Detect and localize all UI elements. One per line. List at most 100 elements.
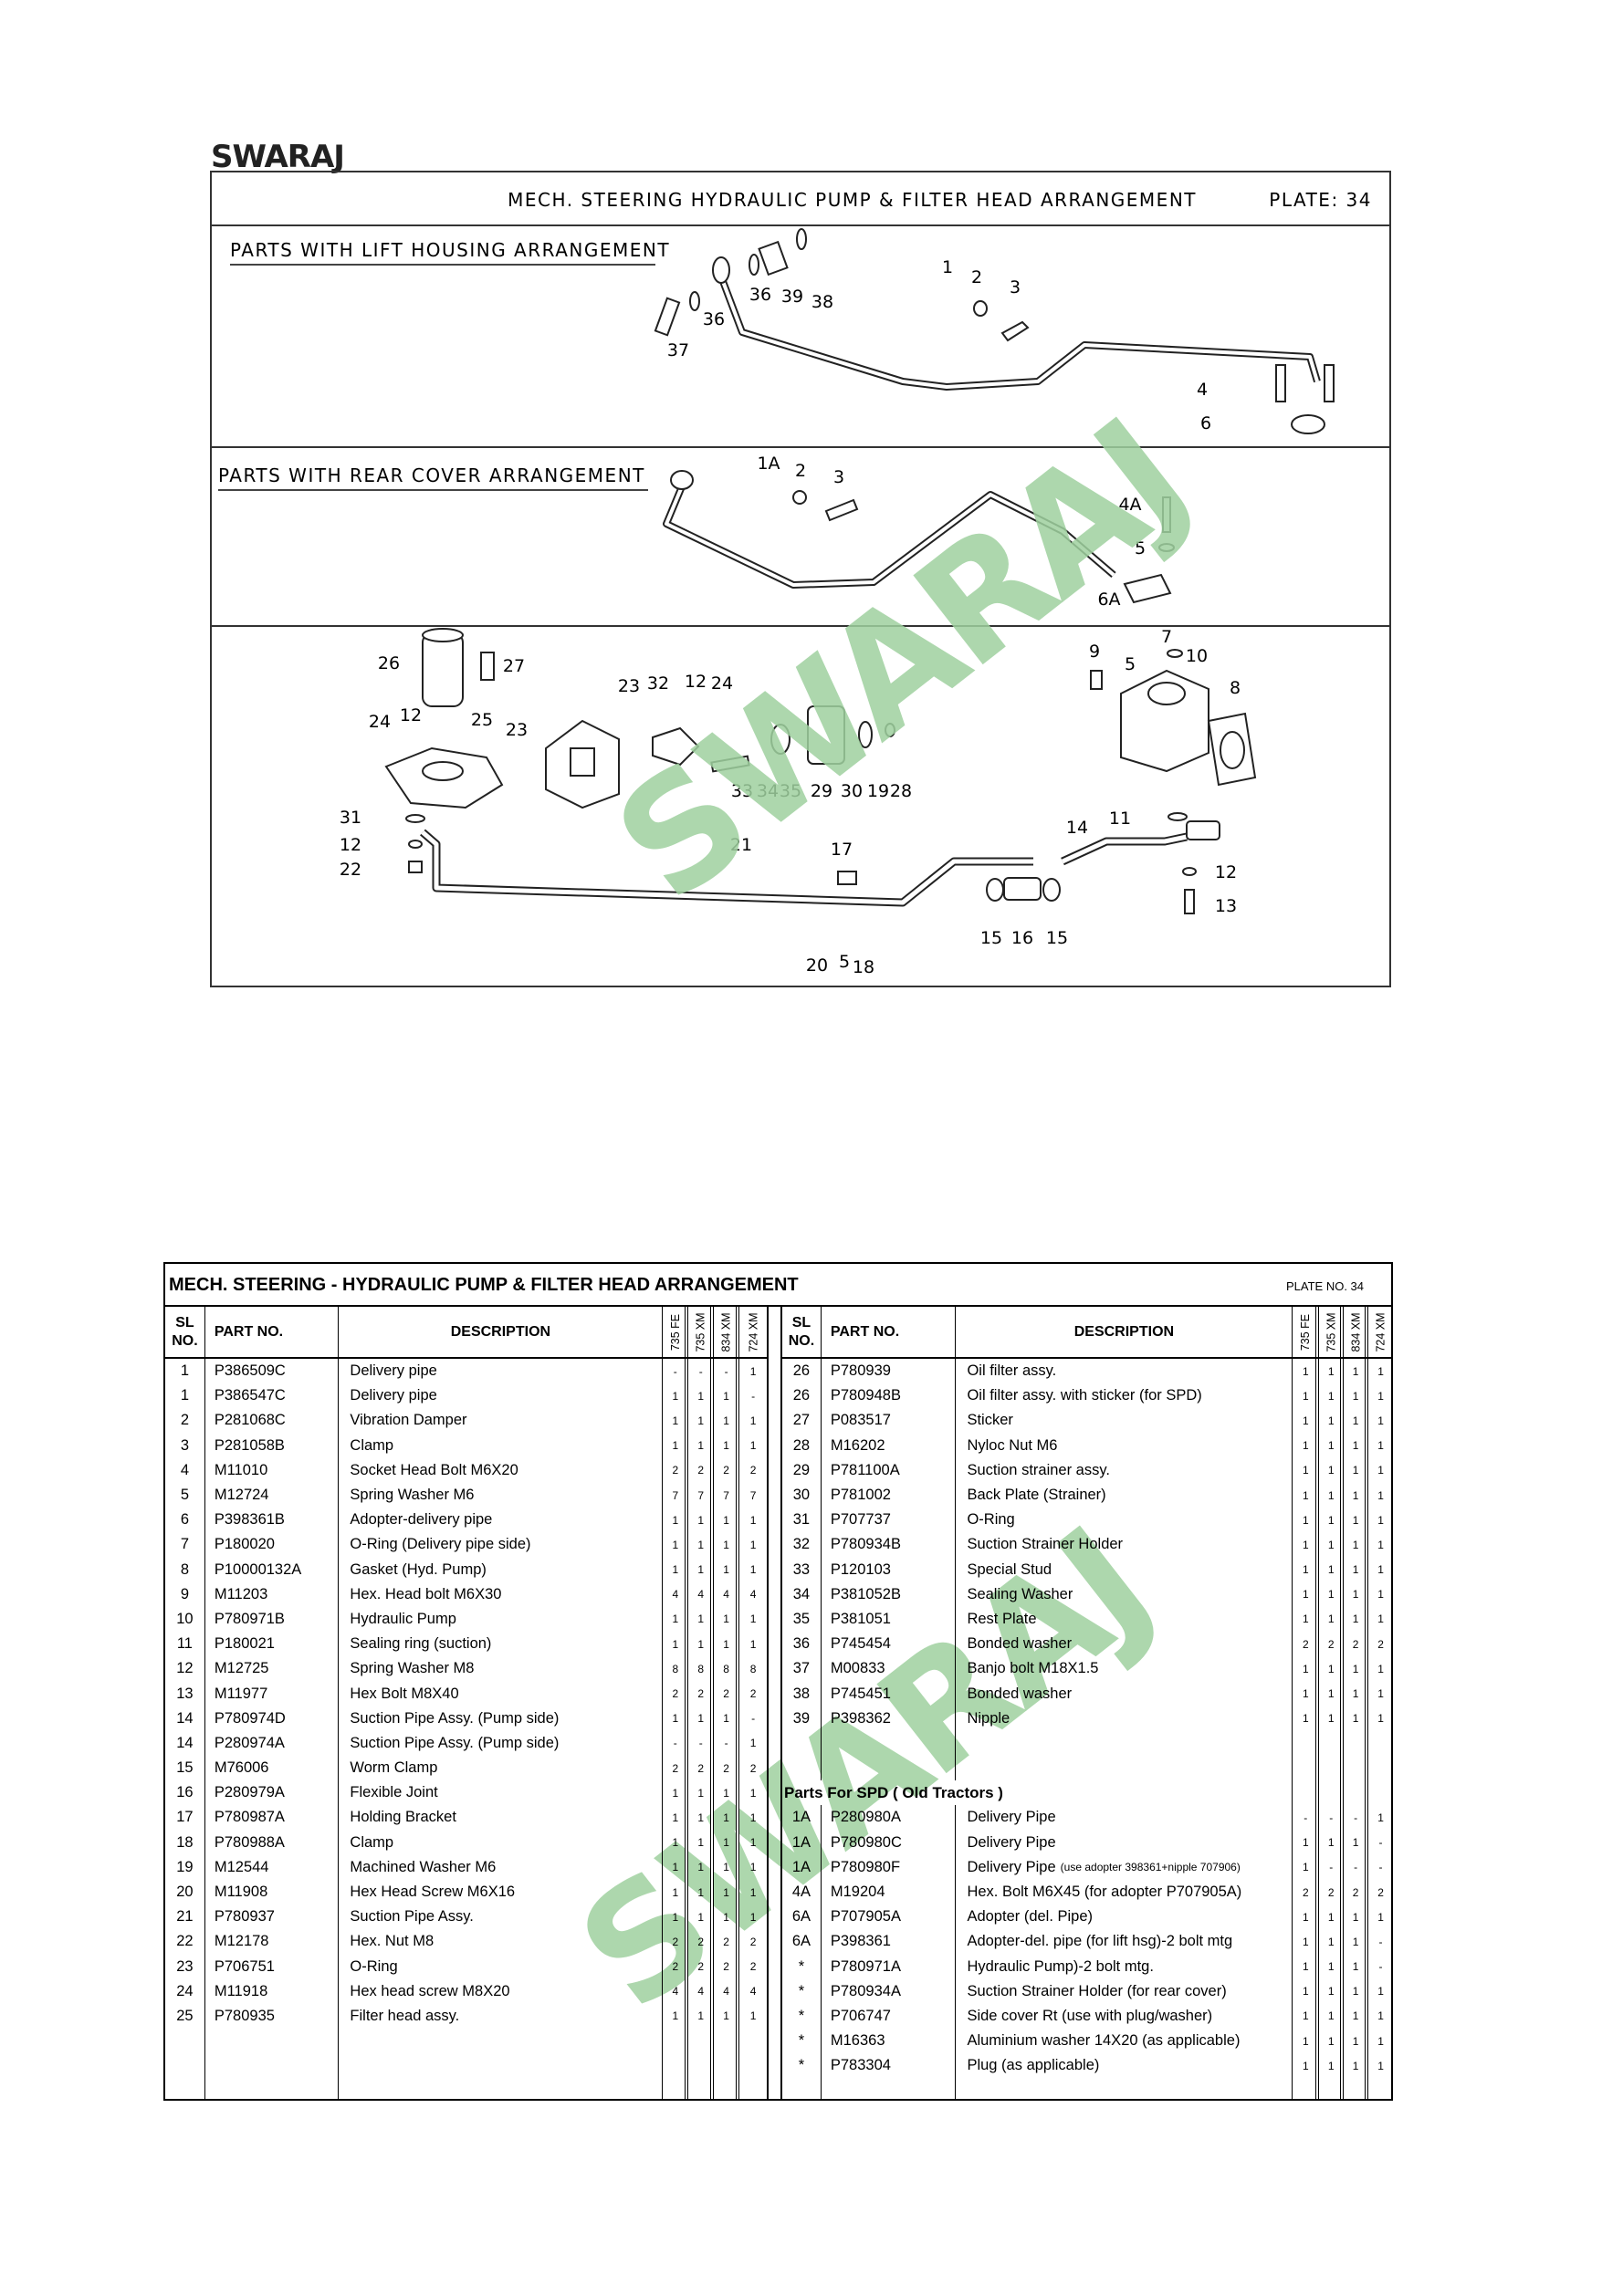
part-no: M11977 xyxy=(205,1681,340,1706)
description xyxy=(956,1730,1293,1756)
qty-724-xm: 1 xyxy=(1377,1712,1384,1726)
qty-735-xm: 1 xyxy=(1319,1905,1345,1930)
description: Spring Washer M6 xyxy=(339,1482,664,1508)
qty-735-fe: 1 xyxy=(1293,1929,1320,1955)
sl-no xyxy=(782,1730,822,1756)
qty-834-xm xyxy=(1344,1730,1369,1756)
description-text: Suction Strainer Holder (for rear cover) xyxy=(967,1982,1227,1999)
sl-no: 26 xyxy=(782,1359,822,1384)
qty-834-xm: 1 xyxy=(1344,1929,1369,1955)
qty-735-xm: 1 xyxy=(688,1879,715,1905)
callout-label: 14 xyxy=(1066,818,1088,838)
table-title: MECH. STEERING - HYDRAULIC PUMP & FILTER… xyxy=(169,1275,799,1295)
description: Bonded washer xyxy=(956,1681,1293,1706)
qty-735-fe: 1 xyxy=(663,1854,689,1880)
callout-label: 37 xyxy=(667,340,689,360)
sl-no: 14 xyxy=(165,1730,205,1756)
description: Hex head screw M8X20 xyxy=(339,1978,664,2004)
sl-no: 2 xyxy=(165,1408,205,1434)
qty-834-xm: - xyxy=(714,1730,740,1756)
description: Rest Plate xyxy=(956,1606,1293,1633)
qty-blank xyxy=(1319,1780,1345,1806)
qty-735-xm: 1 xyxy=(1319,1383,1345,1409)
qty-735-xm: - xyxy=(688,1359,715,1384)
part-no: P398361 xyxy=(822,1929,957,1955)
callout-label: 9 xyxy=(1089,642,1100,662)
qty-834-xm: 1 xyxy=(714,1433,740,1458)
sl-no: 23 xyxy=(165,1954,205,1979)
header-description: DESCRIPTION xyxy=(956,1307,1293,1357)
sl-no: 12 xyxy=(165,1656,205,1682)
qty-735-xm: 1 xyxy=(1319,1656,1345,1682)
qty-735-fe: 1 xyxy=(1293,2053,1320,2079)
qty-735-xm xyxy=(688,2029,715,2099)
description-text: Delivery Pipe xyxy=(967,1858,1056,1875)
callout-label: 25 xyxy=(471,710,493,730)
part-no: P180020 xyxy=(205,1532,340,1558)
qty-735-fe: 1 xyxy=(663,1508,689,1533)
qty-724-xm: 1 xyxy=(1377,1612,1384,1626)
qty-724-xm: 1 xyxy=(1377,2009,1384,2023)
qty-735-fe: 4 xyxy=(663,1581,689,1607)
qty-735-xm: 1 xyxy=(688,1532,715,1558)
qty-735-xm: 7 xyxy=(688,1482,715,1508)
qty-735-xm: 1 xyxy=(1319,1706,1345,1731)
description: Vibration Damper xyxy=(339,1408,664,1434)
qty-735-fe xyxy=(1293,1730,1320,1756)
qty-735-xm: 1 xyxy=(688,1383,715,1409)
qty-735-xm: 2 xyxy=(688,1681,715,1706)
qty-735-fe: 1 xyxy=(1293,1359,1320,1384)
part-no: P180021 xyxy=(205,1632,340,1657)
qty-834-xm: 1 xyxy=(1344,1532,1369,1558)
qty-735-fe: 1 xyxy=(663,1706,689,1731)
description: Adopter-del. pipe (for lift hsg)-2 bolt … xyxy=(956,1929,1293,1955)
callout-label: 4A xyxy=(1118,495,1141,515)
part-no: P281058B xyxy=(205,1433,340,1458)
qty-724-xm: 2 xyxy=(1377,1885,1384,1899)
qty-735-xm: 1 xyxy=(688,1830,715,1855)
description: Sticker xyxy=(956,1408,1293,1434)
qty-834-xm: 1 xyxy=(1344,1408,1369,1434)
qty-735-fe xyxy=(1293,2078,1320,2099)
part-no: P707737 xyxy=(822,1508,957,1533)
qty-834-xm: 4 xyxy=(714,1581,740,1607)
callout-label: 2 xyxy=(971,267,982,287)
qty-724-xm: 1 xyxy=(749,1538,757,1551)
callout-label: 28 xyxy=(890,781,912,801)
qty-834-xm: - xyxy=(1344,1805,1369,1831)
sl-no: 6A xyxy=(782,1929,822,1955)
qty-735-xm: 2 xyxy=(1319,1879,1345,1905)
qty-735-xm: 2 xyxy=(688,1929,715,1955)
sl-no: 32 xyxy=(782,1532,822,1558)
callout-label: 31 xyxy=(340,808,361,828)
description xyxy=(956,2078,1293,2099)
qty-834-xm: 1 xyxy=(1344,1954,1369,1979)
part-no: P780988A xyxy=(205,1830,340,1855)
qty-735-xm: 1 xyxy=(1319,1681,1345,1706)
qty-735-xm: 1 xyxy=(688,1632,715,1657)
description-text: Side cover Rt (use with plug/washer) xyxy=(967,2007,1213,2024)
qty-834-xm: 1 xyxy=(1344,1681,1369,1706)
qty-735-fe: - xyxy=(1293,1805,1320,1831)
qty-724-xm: - xyxy=(751,1712,756,1726)
diagram-frame xyxy=(210,171,1391,987)
callout-label: 27 xyxy=(503,656,525,676)
qty-735-fe: 1 xyxy=(1293,1978,1320,2004)
description: Suction Strainer Holder xyxy=(956,1532,1293,1558)
qty-834-xm: 1 xyxy=(714,2003,740,2030)
qty-834-xm: 1 xyxy=(714,1508,740,1533)
qty-724-xm: 1 xyxy=(749,2009,757,2023)
qty-834-xm: 1 xyxy=(1344,2003,1369,2030)
callout-label: 6 xyxy=(1200,413,1211,433)
callout-label: 16 xyxy=(1011,928,1033,948)
description-text: Adopter (del. Pipe) xyxy=(967,1908,1094,1926)
description: Flexible Joint xyxy=(339,1780,664,1806)
description: Banjo bolt M18X1.5 xyxy=(956,1656,1293,1682)
